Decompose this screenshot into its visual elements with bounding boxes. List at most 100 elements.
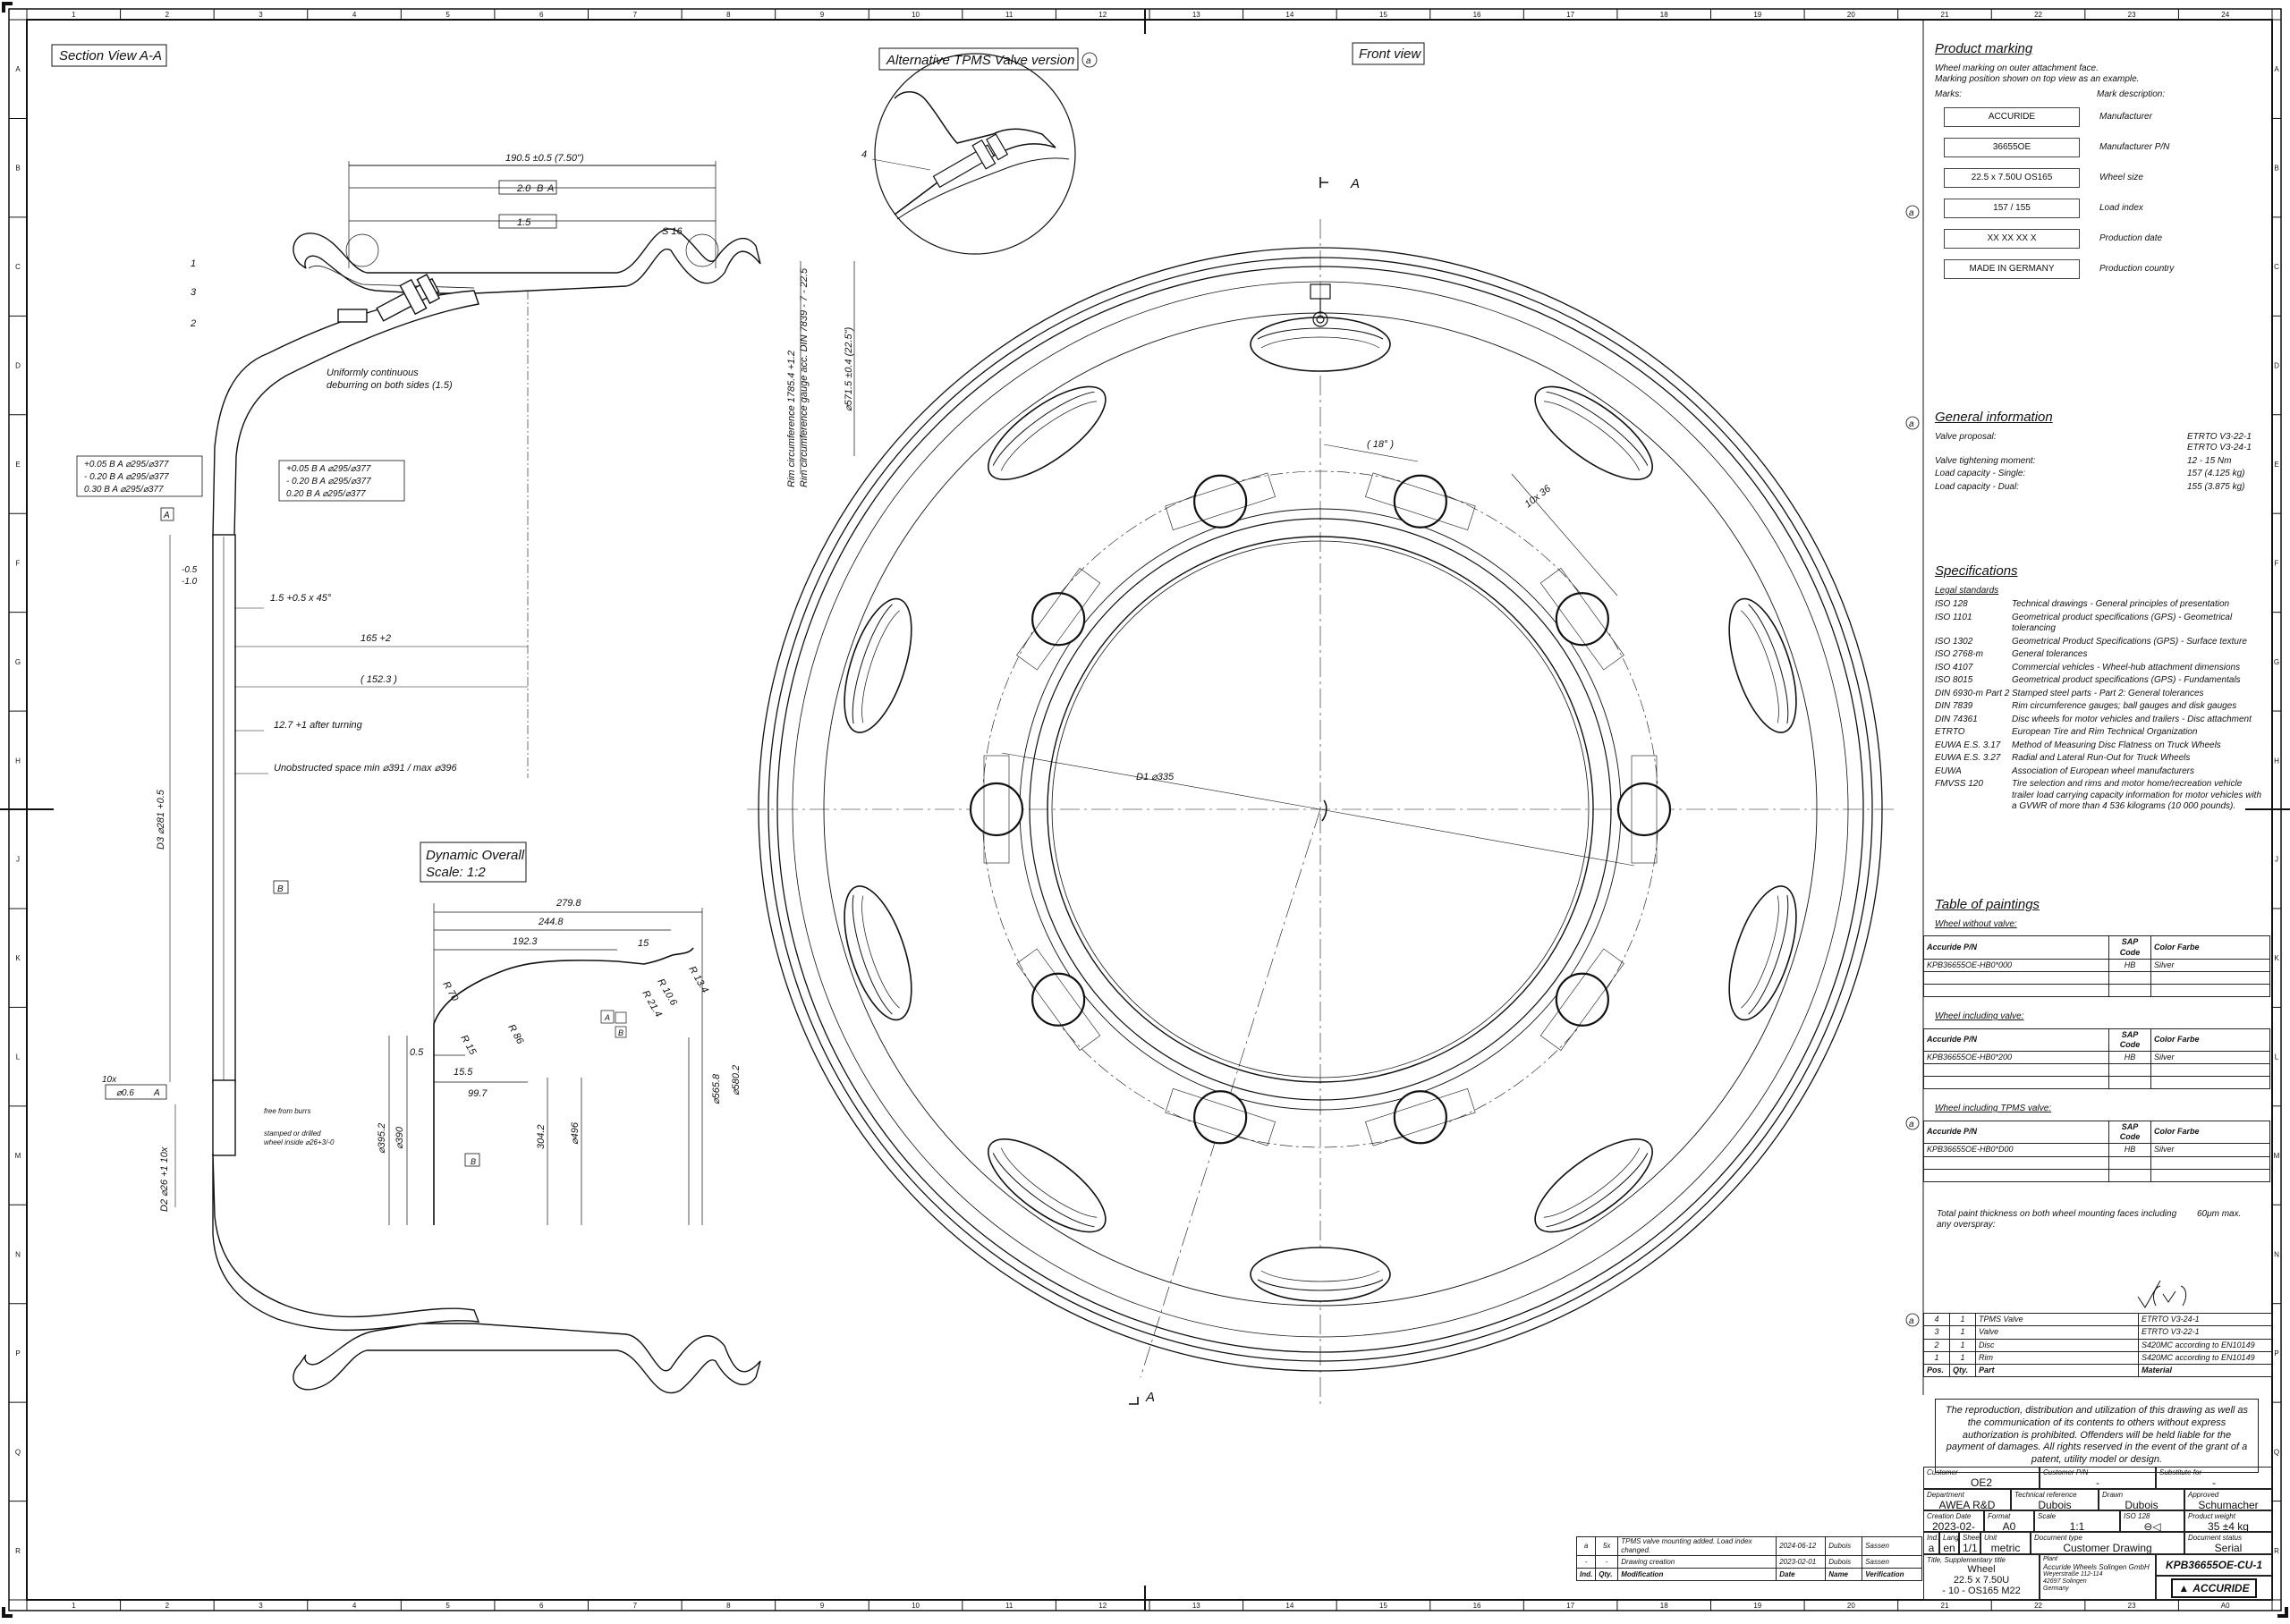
general-info-panel: General information Valve proposal:ETRTO… — [1935, 410, 2266, 495]
dim-2448: 244.8 — [538, 917, 564, 927]
datum-a: A — [547, 183, 554, 194]
rev-qty: - — [1595, 1555, 1619, 1569]
row-label-left: H — [15, 757, 21, 765]
row-label-right: M — [2274, 1152, 2280, 1160]
bom-part: Valve — [1975, 1325, 2139, 1340]
dim-390: ⌀390 — [394, 1126, 405, 1149]
tb-docstatus-label: Document status — [2188, 1534, 2243, 1542]
tb-doctype-label: Document type — [2034, 1534, 2082, 1542]
rev-h-qty: Qty. — [1595, 1568, 1619, 1581]
paint-group: Wheel including TPMS valve: Accuride P/N… — [1923, 1104, 2275, 1182]
dim-127: 12.7 +1 after turning — [274, 720, 363, 731]
chamfer: 1.5 +0.5 x 45° — [270, 593, 332, 604]
col-label-bottom: 3 — [259, 1602, 263, 1610]
deburr-1: Uniformly continuous — [327, 368, 419, 378]
tol-15: 1.5 — [517, 217, 531, 228]
surface-finish-symbol — [2137, 1280, 2187, 1308]
dim-15: 15 — [638, 938, 649, 949]
paint-note-row: Total paint thickness on both wheel moun… — [1935, 1209, 2275, 1231]
paint-pn: KPB36655OE-HB0*D00 — [1923, 1143, 2109, 1157]
spec-description: Disc wheels for motor vehicles and trail… — [2012, 714, 2252, 724]
spec-standard: FMVSS 120 — [1935, 779, 1983, 790]
bom-row: 4 1 TPMS Valve ETRTO V3-24-1 — [1923, 1312, 2272, 1327]
tb-approved-value: Schumacher — [2198, 1499, 2259, 1510]
row-label-left: E — [15, 461, 20, 469]
col-label-bottom: 22 — [2034, 1602, 2042, 1610]
col-label-bottom: 9 — [820, 1602, 825, 1610]
bom-pos: 4 — [1923, 1312, 1950, 1327]
dim-1923: 192.3 — [513, 936, 538, 947]
row-label-right: G — [2274, 658, 2279, 666]
spec-description: Commercial vehicles - Wheel-hub attachme… — [2012, 662, 2241, 672]
tb-customer-label: Customer — [1927, 1468, 1958, 1476]
dyn-datum-b: B — [618, 1028, 623, 1037]
dynamic-title-box — [420, 842, 527, 883]
row-label-left: M — [15, 1152, 21, 1160]
rev-qty: 5x — [1595, 1536, 1619, 1556]
dyn-datum-b2: B — [471, 1157, 476, 1166]
marking-note-1: Wheel marking on outer attachment face. — [1935, 63, 2099, 73]
bolt-hole — [1031, 972, 1086, 1027]
col-label-bottom: 17 — [1566, 1602, 1574, 1610]
col-label-top: 24 — [2221, 11, 2229, 19]
corner-mark — [2, 1607, 13, 1618]
bom-table: 4 1 TPMS Valve ETRTO V3-24-1 3 1 Valve E… — [1923, 1312, 2272, 1378]
disc-upper — [212, 290, 479, 537]
bom-part: Rim — [1975, 1350, 2139, 1366]
mark-description: Manufacturer — [2099, 112, 2152, 122]
tb-techref-label: Technical reference — [2014, 1491, 2077, 1499]
rev-verification: Sassen — [1862, 1555, 1922, 1569]
spec-description: Method of Measuring Disc Flatness on Tru… — [2012, 740, 2221, 750]
section-mark-bottom: A — [1145, 1390, 1155, 1405]
tb-iso-label: ISO 128 — [2124, 1512, 2150, 1520]
tb-sheet-label: Sheet — [1963, 1534, 1980, 1542]
tb-docstatus-value: Serial — [2214, 1542, 2243, 1554]
r134: R 13.4 — [686, 965, 710, 995]
disc-slot — [1539, 948, 1624, 1051]
dim-d3: D3 ⌀281 +0.5 — [156, 789, 166, 850]
col-label-top: 10 — [912, 11, 920, 19]
bolt-hole — [1616, 782, 1672, 837]
tb-weight-label: Product weight — [2188, 1512, 2235, 1520]
bom-panel: 4 1 TPMS Valve ETRTO V3-24-1 3 1 Valve E… — [1923, 1312, 2272, 1378]
bolt-hole — [1555, 972, 1609, 1027]
tb-ind-label: Ind. — [1927, 1534, 1939, 1542]
dim-5802: ⌀580.2 — [731, 1065, 742, 1095]
valve-cap — [337, 309, 368, 323]
rim-circ-2: Rim circumference gauge acc. DIN 7839 - … — [799, 267, 810, 487]
tpms-detail-circle — [874, 53, 1076, 255]
callout-1: 1 — [191, 258, 196, 269]
bolt-hole — [1393, 1090, 1447, 1145]
bolt-hole — [1393, 474, 1447, 529]
bom-pos: 3 — [1923, 1325, 1950, 1340]
d1-dim: D1 ⌀335 — [1136, 772, 1175, 782]
col-label-top: 20 — [1847, 11, 1855, 19]
tb-format-value: A0 — [2002, 1520, 2016, 1532]
rev-marker-4: a — [1909, 1316, 1914, 1326]
spec-standard: ISO 1302 — [1935, 636, 1973, 647]
general-value-2: ETRTO V3-24-1 — [2187, 443, 2252, 453]
paint-empty-row — [1923, 1168, 2270, 1182]
row-label-right: P — [2274, 1349, 2278, 1358]
col-label-top: 7 — [633, 11, 638, 19]
paintings-panel: Table of paintings Wheel without valve: … — [1923, 897, 2275, 1231]
dynamic-title-1: Dynamic Overall — [426, 848, 525, 863]
spec-standard: ISO 1101 — [1935, 612, 1972, 622]
spec-description: European Tire and Rim Technical Organiza… — [2012, 727, 2198, 738]
col-label-top: 16 — [1473, 11, 1481, 19]
row-label-left: F — [16, 559, 21, 567]
col-label-bottom: 14 — [1285, 1602, 1293, 1610]
row-label-left: R — [15, 1547, 21, 1555]
paint-sap: HB — [2108, 1143, 2151, 1157]
col-label-top: 23 — [2128, 11, 2136, 19]
tb-sheet-value: 1/1 — [1963, 1542, 1978, 1554]
